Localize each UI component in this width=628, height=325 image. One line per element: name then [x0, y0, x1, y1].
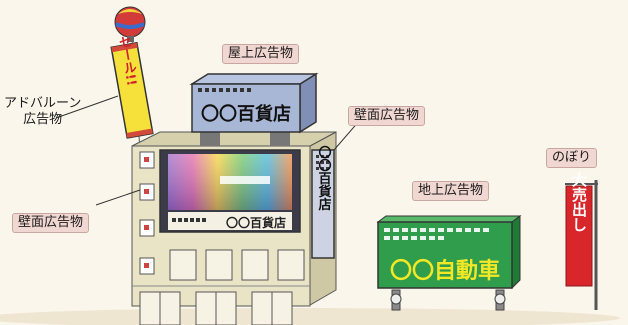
- nobori-flag-text: 大売出し: [570, 171, 588, 232]
- vertical-wall-sign: 〇〇百貨店: [311, 145, 335, 259]
- nobori-flag: 大売出し: [565, 171, 598, 310]
- rooftop-sign-text: 〇〇百貨店: [201, 103, 291, 125]
- billboard-caption: 〇〇百貨店: [226, 215, 286, 230]
- label-rooftop: 屋上広告物: [222, 44, 300, 64]
- ground-sign: 〇〇自動車: [376, 215, 522, 311]
- vertical-sign-text: 〇〇百貨店: [316, 145, 332, 212]
- wall-billboard: 〇〇百貨店: [159, 149, 301, 233]
- department-store-building: 〇〇百貨店 〇〇百貨店 〇〇百貨店: [131, 72, 337, 325]
- label-ground: 地上広告物: [412, 181, 490, 201]
- label-advertising-balloon: アドバルーン 広告物: [4, 96, 82, 127]
- balloon-banner: セール!!: [110, 34, 154, 139]
- label-wall-right: 壁面広告物: [348, 106, 426, 126]
- rooftop-sign: 〇〇百貨店: [189, 72, 319, 146]
- label-nobori: のぼり: [546, 148, 598, 168]
- ground-sign-text: 〇〇自動車: [390, 258, 500, 284]
- advertising-balloon: セール!!: [110, 6, 154, 151]
- label-wall-left: 壁面広告物: [12, 213, 90, 233]
